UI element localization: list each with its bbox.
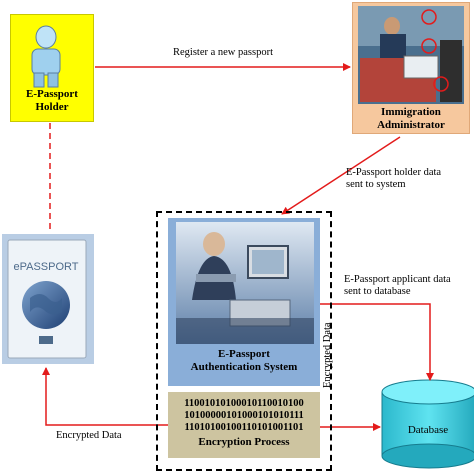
encrypted-db-label: Encrypted Data bbox=[322, 322, 333, 388]
auth-label-line2: Authentication System bbox=[190, 361, 298, 373]
encryption-bits-row: 10100000101000101010111 bbox=[184, 410, 304, 421]
encryption-process-node bbox=[168, 392, 320, 458]
auth-label-line1: E-Passport bbox=[218, 348, 270, 360]
encrypted-left-arrow bbox=[42, 367, 168, 426]
auth-label: E-Passport Authentication System bbox=[168, 348, 320, 374]
holder-data-label-line1: E-Passport holder data bbox=[346, 167, 442, 178]
admin-label-line2: Administrator bbox=[377, 119, 445, 131]
encryption-label: Encryption Process bbox=[198, 436, 290, 448]
holder-label-line2: Holder bbox=[35, 101, 69, 113]
encryption-bits-row: 11001010100010110010100 bbox=[184, 398, 304, 409]
passport-title: ePASSPORT bbox=[13, 261, 78, 273]
person-icon bbox=[31, 25, 61, 88]
applicant-data-label: E-Passport applicant data sent to databa… bbox=[344, 274, 470, 298]
system-boundary bbox=[156, 211, 332, 471]
database-label: Database bbox=[407, 424, 449, 436]
database-icon bbox=[381, 379, 474, 469]
authentication-photo bbox=[176, 222, 314, 344]
immigration-photo bbox=[358, 6, 464, 104]
holder-data-label: E-Passport holder data sent to system bbox=[346, 167, 466, 191]
encryption-bits-row: 11010100100110101001101 bbox=[184, 422, 304, 433]
admin-label: Immigration Administrator bbox=[352, 106, 470, 132]
holder-label-line1: E-Passport bbox=[26, 88, 78, 100]
applicant-data-label-line1: E-Passport applicant data bbox=[344, 274, 451, 285]
holder-label: E-Passport Holder bbox=[10, 88, 94, 114]
holder-data-arrow bbox=[281, 136, 401, 215]
admin-label-line1: Immigration bbox=[381, 106, 441, 118]
holder-data-label-line2: sent to system bbox=[346, 179, 406, 190]
applicant-data-arrow bbox=[320, 303, 434, 381]
applicant-data-label-line2: sent to database bbox=[344, 286, 411, 297]
passport-icon: ePASSPORT bbox=[7, 239, 87, 359]
encrypted-left-label: Encrypted Data bbox=[56, 430, 122, 441]
register-label: Register a new passport bbox=[172, 47, 274, 58]
encryption-bits: 11001010100010110010100 1010000010100010… bbox=[168, 398, 320, 434]
